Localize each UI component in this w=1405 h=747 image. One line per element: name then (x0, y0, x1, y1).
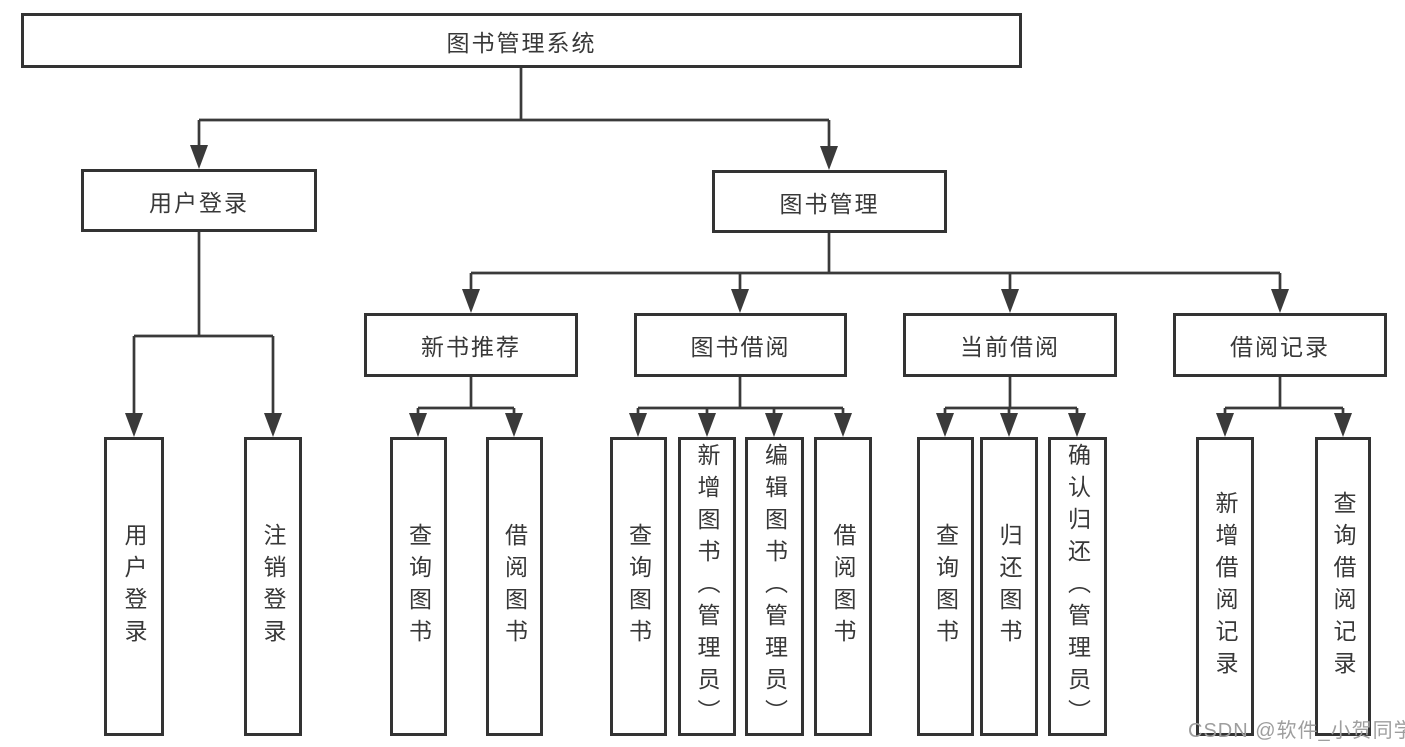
leaf-return-book: 归还图书 (980, 437, 1038, 736)
leaf-borrow-books-recommend: 借阅图书 (486, 437, 543, 736)
leaf-borrow-books: 借阅图书 (814, 437, 872, 736)
node-current-borrow: 当前借阅 (903, 313, 1117, 377)
csdn-watermark: CSDN @软件_小贺同学 (1188, 720, 1405, 742)
leaf-query-books-borrow: 查询图书 (610, 437, 667, 736)
leaf-confirm-return-admin: 确认归还（管理员） (1048, 437, 1107, 736)
node-book-management: 图书管理 (712, 170, 947, 233)
leaf-query-borrow-record: 查询借阅记录 (1315, 437, 1371, 736)
node-root: 图书管理系统 (21, 13, 1022, 68)
leaf-add-book-admin: 新增图书（管理员） (678, 437, 736, 736)
node-new-book-recommend: 新书推荐 (364, 313, 578, 377)
leaf-logout: 注销登录 (244, 437, 302, 736)
leaf-query-books-recommend: 查询图书 (390, 437, 447, 736)
node-user-login: 用户登录 (81, 169, 317, 232)
arrowheads (125, 145, 1352, 437)
leaf-edit-book-admin: 编辑图书（管理员） (745, 437, 804, 736)
node-borrow-records: 借阅记录 (1173, 313, 1387, 377)
leaf-add-borrow-record: 新增借阅记录 (1196, 437, 1254, 736)
leaf-user-login: 用户登录 (104, 437, 164, 736)
node-book-borrow: 图书借阅 (634, 313, 847, 377)
leaf-query-books-current: 查询图书 (917, 437, 974, 736)
